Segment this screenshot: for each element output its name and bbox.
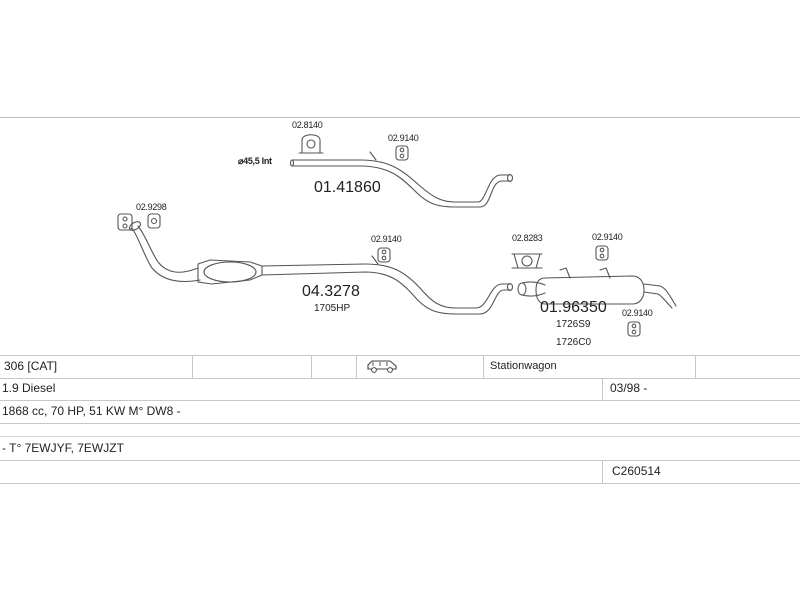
table-row-model: 306 [CAT] Stationwagon [0,355,800,379]
specs-cell: 1868 cc, 70 HP, 51 KW M° DW8 - [2,404,181,418]
diagram-top-border [0,117,800,118]
mount-label-02-9140-top: 02.9140 [388,133,419,143]
mount-label-02-9140-right: 02.9140 [592,232,623,242]
part-sub-rear-silencer-2: 1726C0 [556,337,592,348]
mount-drawing-02-8283 [511,253,543,269]
note-cell: - T° 7EWJYF, 7EWJZT [2,441,124,455]
mount-label-02-8283: 02.8283 [512,233,543,243]
mount-label-02-9298: 02.9298 [136,202,167,212]
front-pipe-drawing [289,151,514,208]
part-sub-rear-silencer-1: 1726S9 [556,319,591,330]
part-sub-catalyst-pipe: 1705HP [314,303,351,314]
date-cell: 03/98 - [610,381,648,395]
mount-label-02-8140: 02.8140 [292,120,323,130]
body-type-cell: Stationwagon [490,360,557,372]
part-number-catalyst-pipe: 04.3278 [302,283,360,300]
table-row-specs: 1868 cc, 70 HP, 51 KW M° DW8 - [0,401,800,424]
table-row-code: C260514 [0,461,800,484]
car-icon [366,357,398,379]
code-cell: C260514 [612,464,661,478]
diameter-label: ⌀45,5 Int [238,156,272,166]
part-number-rear-silencer: 01.96350 [540,299,607,316]
table-row-note: - T° 7EWJYF, 7EWJZT [0,438,800,461]
table-row-engine: 1.9 Diesel 03/98 - [0,378,800,401]
model-cell: 306 [CAT] [4,359,58,373]
mount-drawing-02-9140-top [395,145,409,161]
part-number-front-pipe: 01.41860 [314,179,381,196]
mount-drawing-02-8140 [298,134,324,154]
table-row-spacer [0,424,800,437]
mount-drawing-02-9140-mid [377,247,391,263]
mount-drawing-02-9140-lower [627,321,641,337]
mount-drawing-02-9298 [117,213,161,231]
catalyst-pipe-drawing [128,221,514,315]
mount-label-02-9140-lower: 02.9140 [622,308,653,318]
mount-drawing-02-9140-right [595,245,609,261]
mount-label-02-9140-mid: 02.9140 [371,234,402,244]
engine-cell: 1.9 Diesel [2,381,56,395]
rear-silencer-drawing [517,267,677,309]
